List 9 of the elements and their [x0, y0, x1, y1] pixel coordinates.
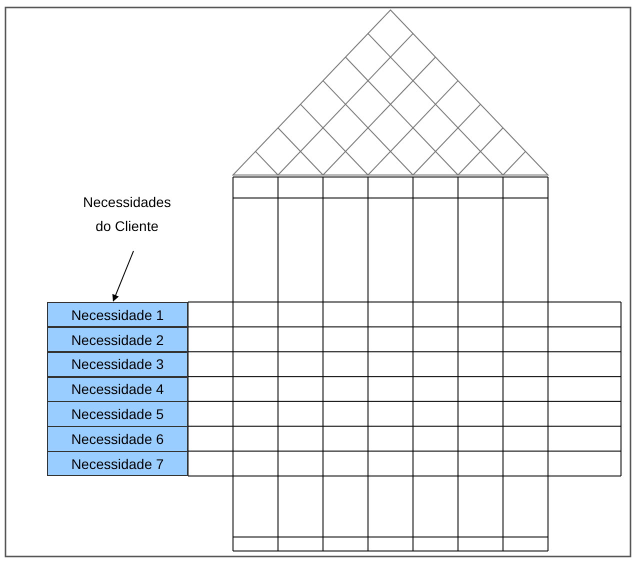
- requirement-box: Necessidade 4: [47, 376, 188, 402]
- requirement-box: Necessidade 3: [47, 352, 188, 378]
- heading-label: Necessidades do Cliente: [62, 178, 192, 250]
- arrow: [112, 250, 134, 302]
- requirement-box: Necessidade 1: [47, 302, 188, 328]
- requirement-box: Necessidade 7: [47, 451, 188, 476]
- requirement-box: Necessidade 2: [47, 326, 188, 352]
- requirement-box: Necessidade 5: [47, 401, 188, 427]
- requirement-box: Necessidade 6: [47, 426, 188, 452]
